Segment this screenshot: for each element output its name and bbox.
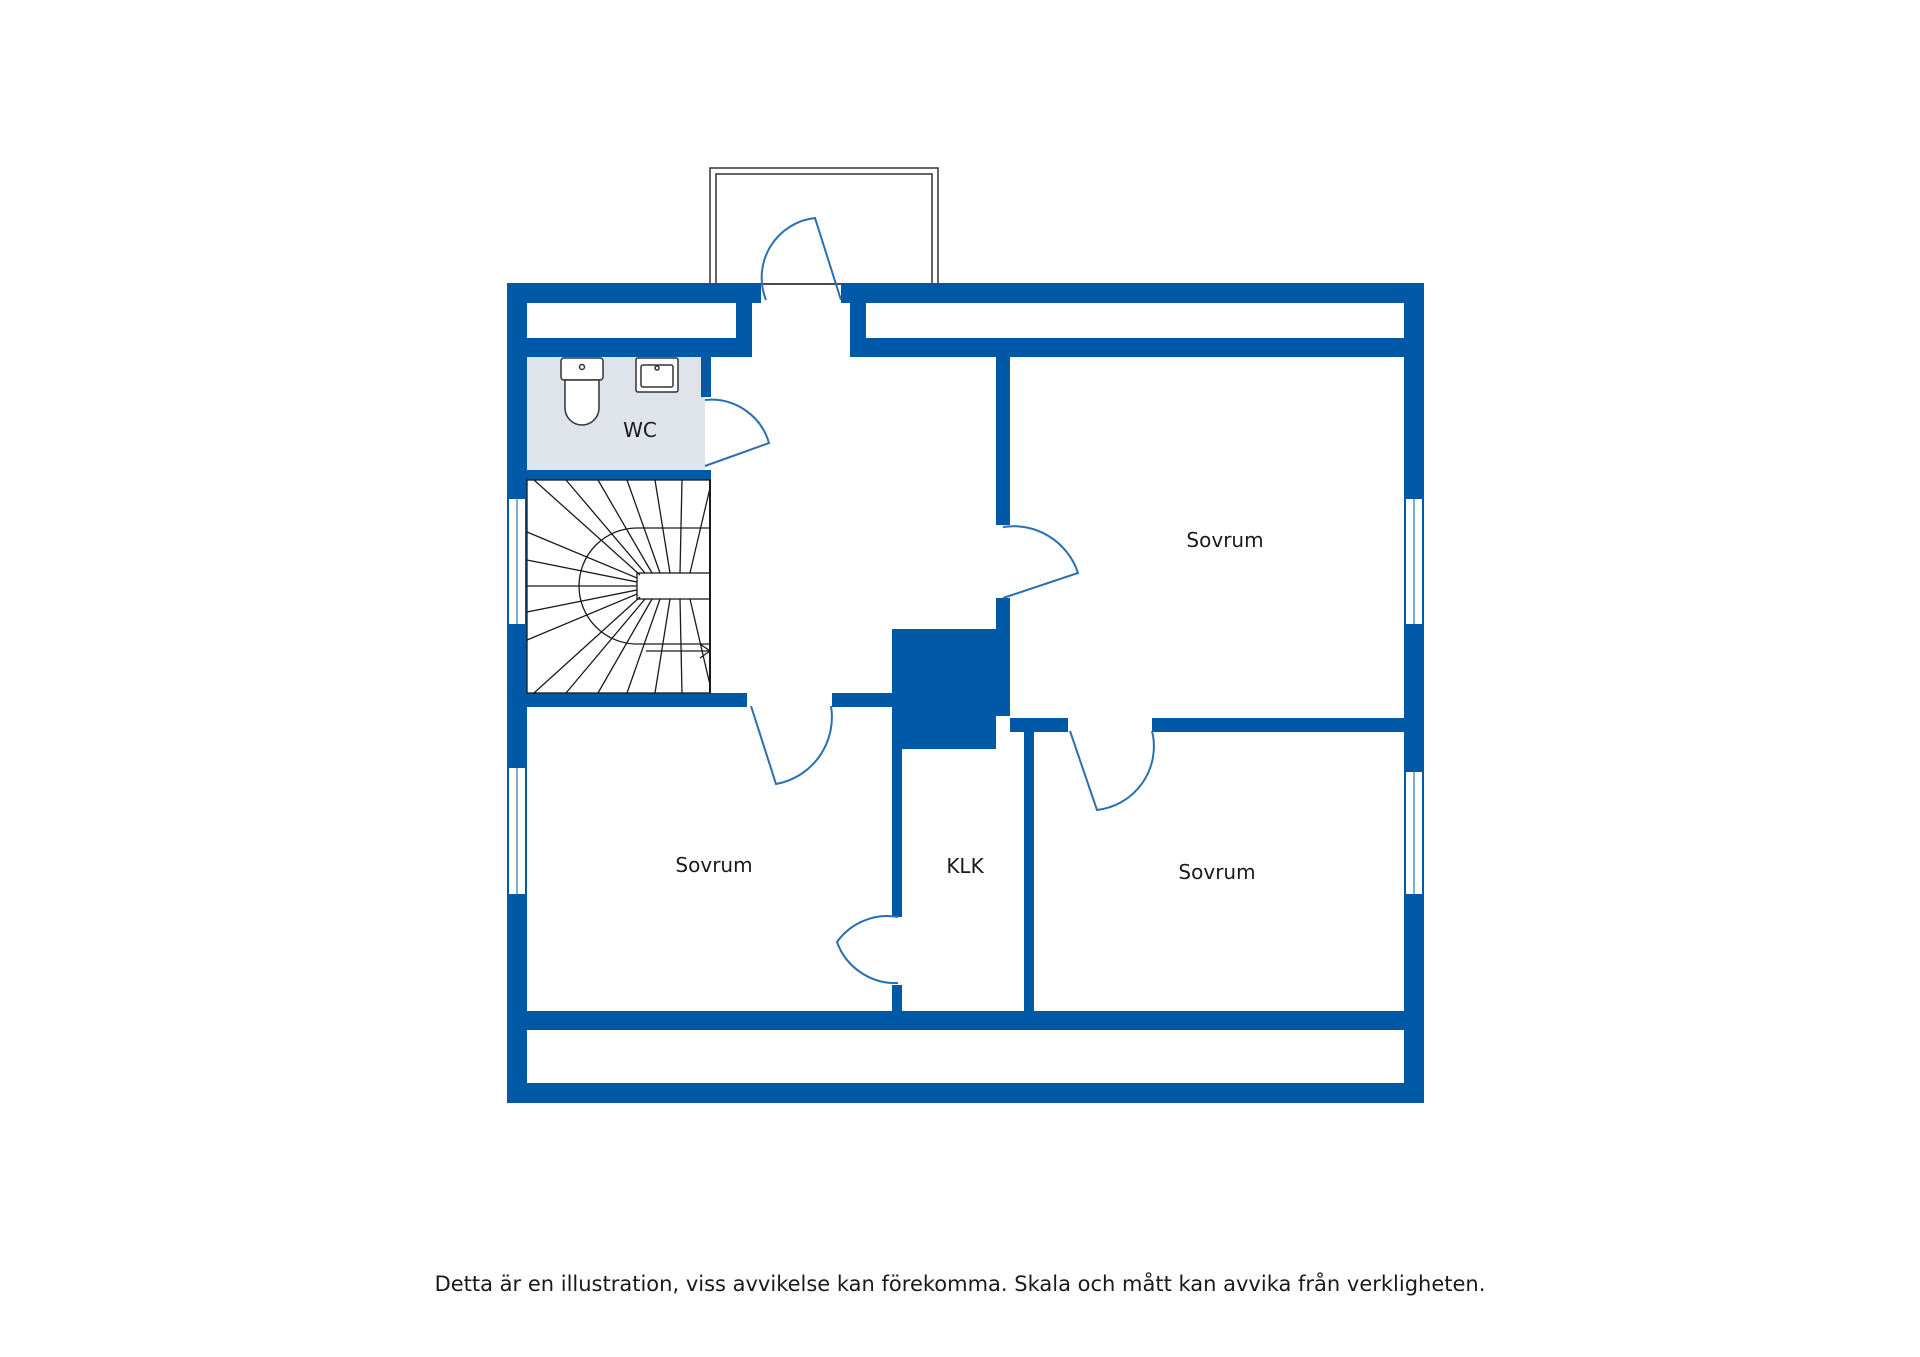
outer-wall-right-1 (1404, 283, 1424, 498)
outer-wall-bottom (507, 1083, 1424, 1103)
knee-wall-top-right (850, 338, 1424, 357)
outer-wall-left-2 (507, 625, 527, 767)
stair-wall-bottom (527, 693, 747, 707)
room-label-closet: KLK (946, 854, 984, 878)
left-bedroom-wall-right-lower (892, 985, 902, 1011)
outer-wall-top-left (507, 283, 761, 303)
room-label-bedroom-lower-right: Sovrum (1178, 860, 1255, 884)
chimney (892, 629, 996, 749)
knee-wall-bottom (507, 1011, 1424, 1030)
door-bedroom-left (750, 705, 833, 786)
bedroom-wall-left-lower (996, 598, 1010, 716)
door-wc (704, 398, 771, 467)
outer-wall-top-right (841, 283, 1424, 303)
outer-wall-left-3 (507, 895, 527, 1103)
stair-arrow-icon (646, 643, 712, 659)
closet-wall-right (1024, 732, 1034, 1011)
room-label-wc: WC (623, 418, 657, 442)
knee-wall-top-left (507, 338, 752, 357)
knee-wall-top-left-end (736, 283, 752, 357)
room-label-bedroom-lower-left: Sovrum (675, 853, 752, 877)
hall-wall-bottom (832, 693, 894, 707)
door-bedroom-lower-right (1069, 730, 1155, 812)
outer-wall-right-3 (1404, 895, 1424, 1103)
outer-wall-right-2 (1404, 625, 1424, 771)
window-panes (516, 498, 1415, 895)
door-bedroom-upper (1002, 525, 1080, 599)
disclaimer: Detta är en illustration, viss avvikelse… (434, 1272, 1486, 1296)
left-bedroom-wall-right-upper (892, 707, 902, 917)
door-closet (835, 915, 899, 985)
bedroom-wall-bottom-right (1152, 718, 1404, 732)
staircase (526, 479, 712, 694)
door-balcony (760, 216, 842, 301)
stair-landing (636, 572, 711, 600)
stair-treads (526, 479, 711, 694)
toilet-icon (560, 357, 604, 426)
wc-fixtures (560, 357, 679, 426)
bedroom-wall-bottom-left (1010, 718, 1068, 732)
balcony (709, 167, 939, 285)
room-label-bedroom-upper-right: Sovrum (1186, 528, 1263, 552)
doors (704, 216, 1155, 985)
walls (507, 283, 1424, 1103)
sink-icon (635, 357, 679, 393)
outer-wall-left-1 (507, 283, 527, 498)
bedroom-wall-left-upper (996, 357, 1010, 525)
wc-wall-right (701, 357, 711, 397)
wc-wall-bottom (527, 470, 711, 480)
knee-wall-top-right-end (850, 283, 866, 357)
